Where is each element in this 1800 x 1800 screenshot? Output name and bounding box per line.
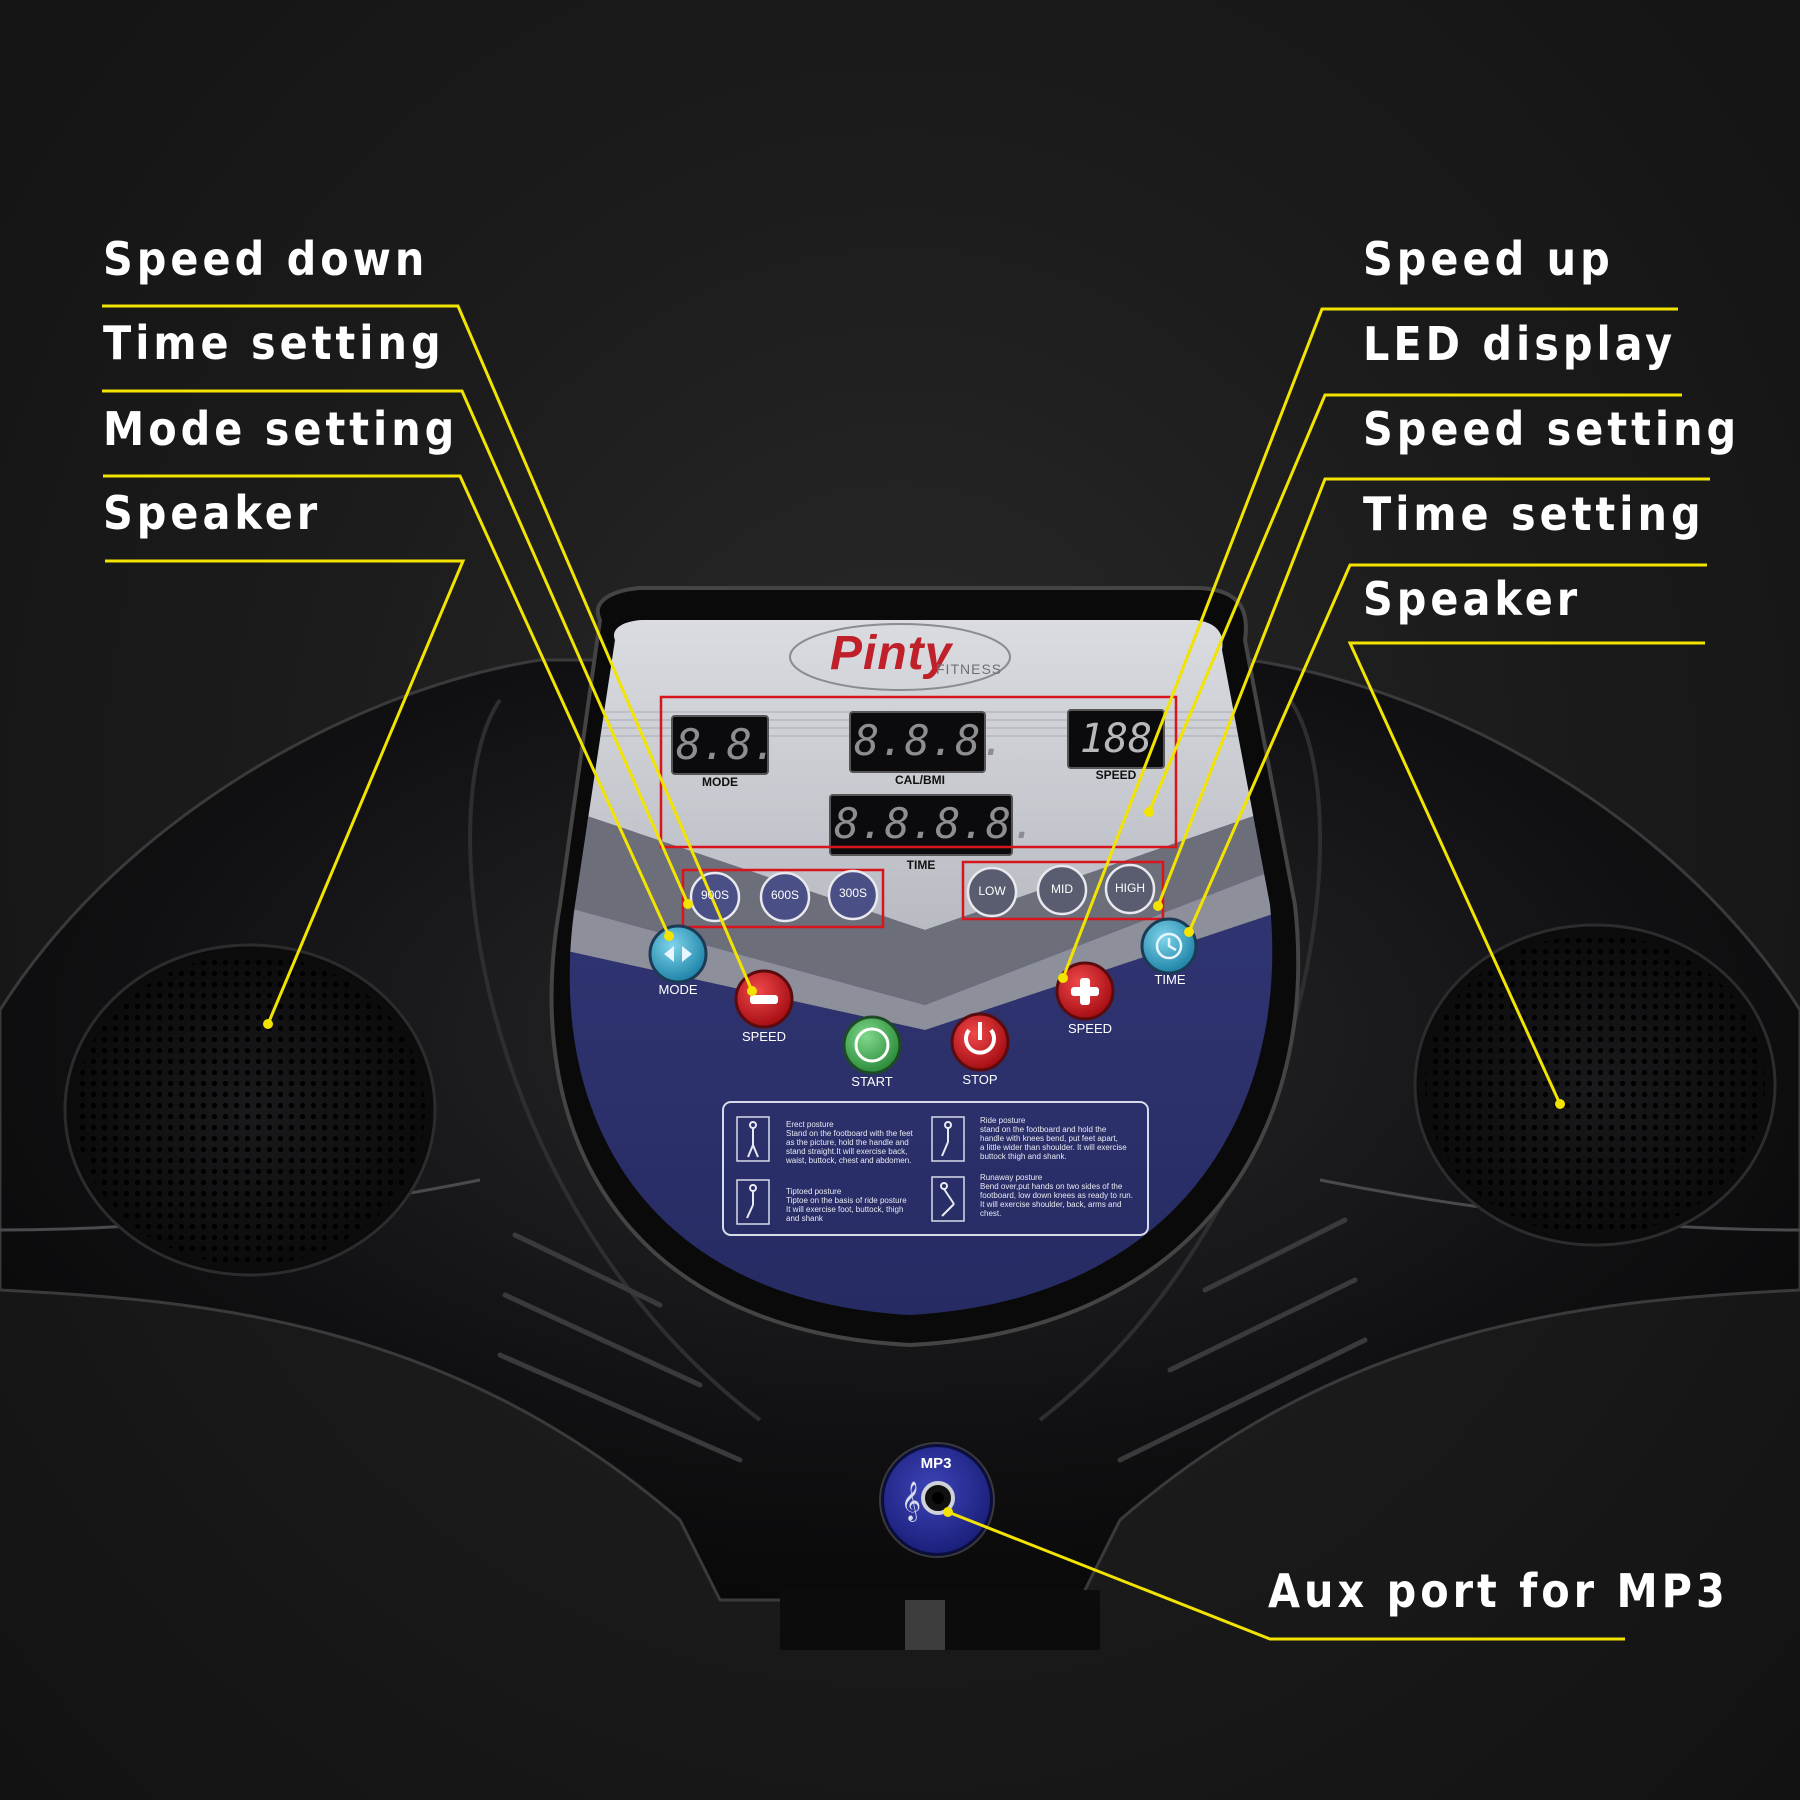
left-speaker-grille bbox=[63, 943, 437, 1277]
preset-high-button[interactable]: HIGH bbox=[1115, 881, 1145, 895]
preset-high-button-ring bbox=[1104, 863, 1156, 915]
brand-subtitle: FITNESS bbox=[936, 661, 1003, 677]
instruction-title: Tiptoed posture bbox=[786, 1187, 842, 1196]
leader-time-setting-left bbox=[102, 389, 690, 905]
leader-speed-down bbox=[102, 304, 754, 992]
stop-button-disc bbox=[950, 1012, 1010, 1072]
start-button[interactable]: START bbox=[851, 1074, 893, 1089]
preset-low-button-ring bbox=[966, 866, 1018, 918]
right-speaker-grille bbox=[1413, 923, 1777, 1247]
preset-mid-button[interactable]: MID bbox=[1051, 882, 1073, 896]
time-button[interactable]: TIME bbox=[1154, 972, 1186, 987]
callout-speaker-left: Speaker bbox=[103, 486, 322, 540]
mode-button[interactable]: MODE bbox=[658, 982, 698, 997]
leader-led-display bbox=[1147, 393, 1682, 813]
brand-name: Pinty bbox=[830, 627, 953, 680]
instruction-erect: Erect posture Stand on the footboard wit… bbox=[786, 1120, 936, 1165]
mode-display-digits: 8.8. bbox=[676, 720, 778, 769]
leader-aux-port bbox=[947, 1510, 1625, 1641]
instruction-title: Erect posture bbox=[786, 1120, 834, 1129]
callout-speed-down: Speed down bbox=[103, 232, 429, 286]
callout-time-setting-left: Time setting bbox=[103, 316, 445, 370]
callout-mode-setting: Mode setting bbox=[103, 402, 459, 456]
callout-aux-port: Aux port for MP3 bbox=[1268, 1564, 1729, 1618]
brand-logo-oval bbox=[789, 623, 1011, 691]
instruction-ride: Ride posture stand on the footboard and … bbox=[980, 1116, 1145, 1161]
instruction-title: Runaway posture bbox=[980, 1173, 1043, 1182]
instruction-tiptoed: Tiptoed posture Tiptoe on the basis of r… bbox=[786, 1187, 936, 1223]
mp3-label: MP3 bbox=[920, 1455, 952, 1472]
time-display-digits: 8.8.8.8. bbox=[834, 799, 1037, 848]
mode-display-label: MODE bbox=[702, 775, 738, 789]
leader-speed-setting bbox=[1156, 477, 1710, 907]
leader-speaker-left bbox=[105, 559, 466, 1025]
leader-speed-up bbox=[1061, 307, 1678, 979]
instruction-title: Ride posture bbox=[980, 1116, 1026, 1125]
instruction-runaway: Runaway posture Bend over,put hands on t… bbox=[980, 1173, 1145, 1218]
leader-speaker-right bbox=[1347, 641, 1705, 1105]
start-button-disc bbox=[842, 1015, 902, 1075]
time-preset-highlight bbox=[681, 868, 885, 929]
leader-mode-setting bbox=[103, 474, 671, 937]
stop-button[interactable]: STOP bbox=[962, 1072, 998, 1087]
preset-300s-button-ring bbox=[827, 869, 879, 921]
mp3-aux-port: 𝄞 bbox=[879, 1442, 995, 1558]
time-display-label: TIME bbox=[906, 858, 936, 872]
cal-display-label: CAL/BMI bbox=[895, 773, 945, 787]
speed-up-button[interactable]: SPEED bbox=[1067, 1021, 1113, 1036]
cal-display-digits: 8.8.8. bbox=[854, 716, 1006, 765]
callout-time-setting-right: Time setting bbox=[1363, 487, 1705, 541]
posture-instructions-box bbox=[722, 1101, 1149, 1236]
preset-600s-button[interactable]: 600S bbox=[770, 888, 800, 902]
mode-display-screen bbox=[671, 715, 769, 775]
mode-button-disc bbox=[648, 924, 708, 984]
preset-mid-button-ring bbox=[1036, 864, 1088, 916]
preset-900s-button-ring bbox=[689, 871, 741, 923]
led-display-highlight bbox=[659, 695, 1178, 849]
callout-speed-up: Speed up bbox=[1363, 232, 1614, 286]
callout-speaker-right: Speaker bbox=[1363, 572, 1582, 626]
time-display-screen bbox=[829, 794, 1013, 856]
svg-text:𝄞: 𝄞 bbox=[901, 1481, 921, 1522]
speed-display-digits: 188 bbox=[1079, 716, 1153, 762]
preset-900s-button[interactable]: 900S bbox=[700, 888, 730, 902]
preset-600s-button-ring bbox=[759, 871, 811, 923]
brand-logo: Pinty FITNESS bbox=[830, 626, 1003, 686]
callout-led-display: LED display bbox=[1363, 317, 1677, 371]
callout-speed-setting: Speed setting bbox=[1363, 402, 1741, 456]
cal-display-screen bbox=[849, 711, 986, 773]
speed-display-screen bbox=[1067, 709, 1165, 769]
leader-time-setting-right bbox=[1187, 563, 1707, 933]
speed-display-label: SPEED bbox=[1095, 768, 1137, 782]
preset-low-button[interactable]: LOW bbox=[978, 884, 1006, 898]
speed-down-button[interactable]: SPEED bbox=[741, 1029, 787, 1044]
preset-300s-button[interactable]: 300S bbox=[838, 886, 868, 900]
